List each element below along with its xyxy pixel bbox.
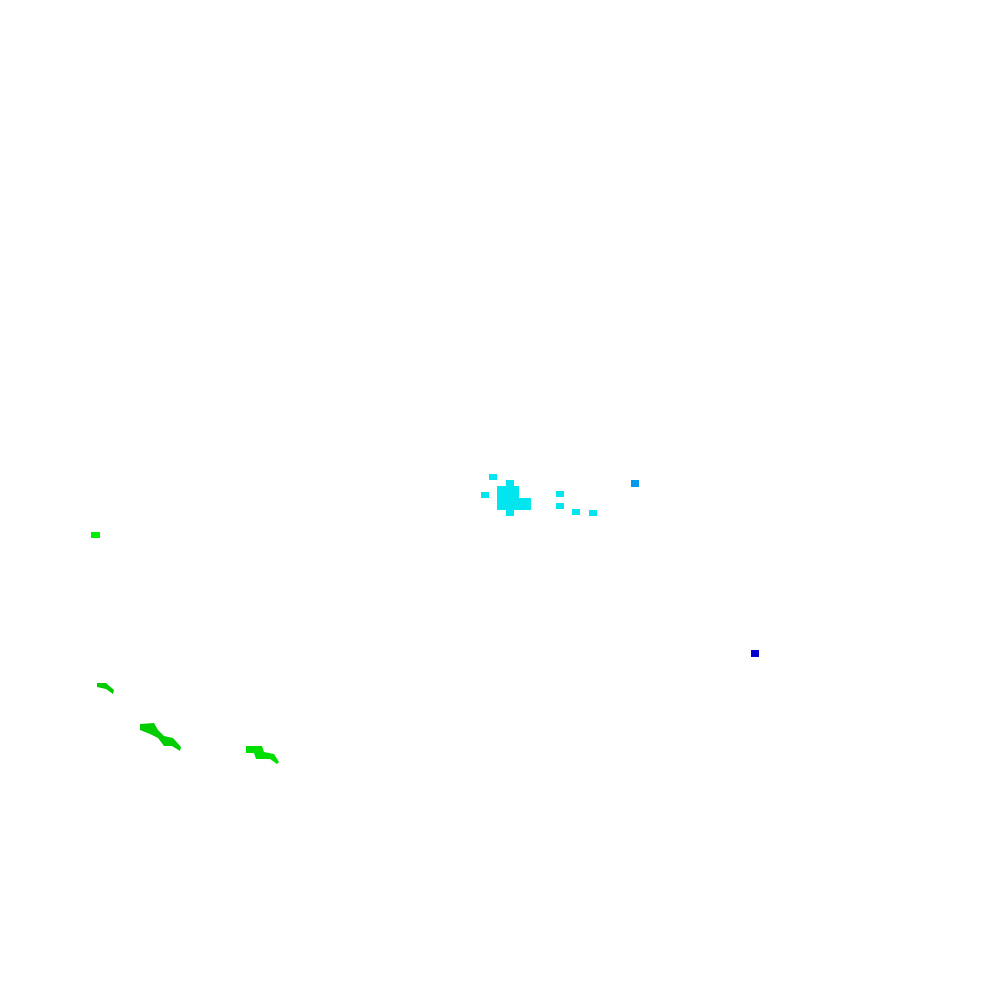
cyan-mark (506, 508, 514, 516)
green-stroke (97, 683, 114, 694)
green-stroke (140, 723, 181, 751)
green-stroke (246, 746, 279, 764)
cyan-mark (489, 474, 497, 480)
cyan-mark (481, 492, 489, 498)
cyan-cluster (481, 474, 597, 516)
green-mark (91, 532, 100, 538)
cyan-mark (506, 480, 514, 488)
navy-marks (751, 650, 759, 657)
sky-blue-mark (631, 480, 639, 487)
cyan-mark (497, 498, 531, 510)
cyan-mark (572, 509, 580, 515)
cyan-mark (556, 491, 564, 497)
sky-blue-marks (631, 480, 639, 487)
cyan-mark (589, 510, 597, 516)
cyan-mark (556, 503, 564, 509)
green-strokes (91, 532, 279, 764)
navy-mark (751, 650, 759, 657)
